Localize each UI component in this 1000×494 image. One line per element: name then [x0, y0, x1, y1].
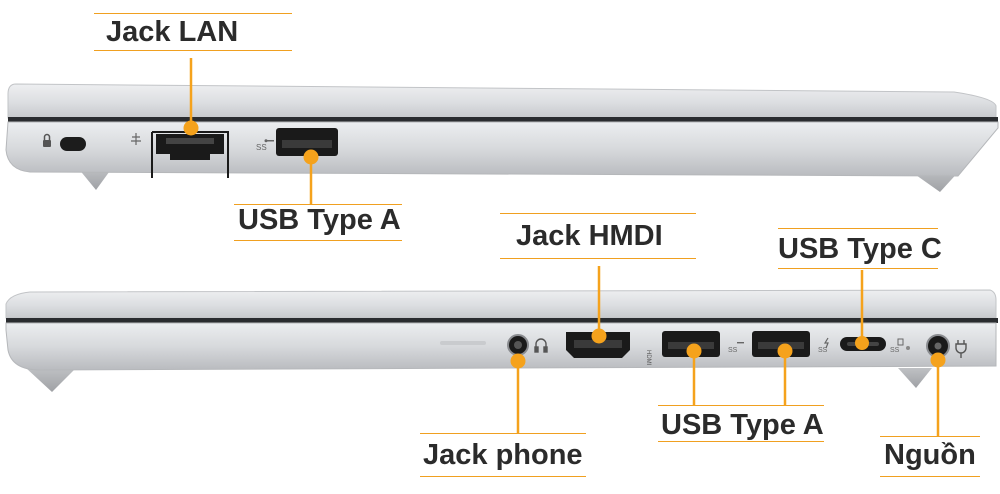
rule — [880, 476, 980, 477]
label-jack-hdmi: Jack HMDI — [516, 220, 663, 252]
svg-text:SS: SS — [256, 143, 267, 152]
hdmi-port — [566, 332, 630, 358]
lid-seam — [6, 318, 998, 323]
laptop-right-side: HDMI SS SS SS — [5, 289, 998, 392]
side-vent — [440, 341, 486, 345]
rule — [234, 240, 402, 241]
audio-jack-inner — [514, 341, 522, 349]
rule — [658, 405, 824, 406]
label-usb-type-c: USB Type C — [778, 233, 942, 265]
usb-a-port-left — [276, 128, 338, 156]
charge-led — [906, 346, 910, 350]
rule — [880, 436, 980, 437]
rule — [658, 441, 824, 442]
rule — [234, 204, 402, 205]
headset-icon — [534, 338, 548, 353]
label-usb-type-a-top: USB Type A — [238, 204, 401, 236]
laptop-lid — [5, 289, 997, 319]
laptop-left-side: SS — [5, 83, 999, 192]
label-power: Nguồn — [884, 439, 976, 471]
rule — [420, 433, 586, 434]
power-jack-pin — [934, 342, 942, 350]
hdmi-icon: HDMI — [645, 350, 651, 366]
label-usb-type-a-bottom: USB Type A — [661, 409, 824, 441]
svg-text:SS: SS — [818, 347, 828, 354]
usb-ss-icon: SS — [256, 139, 274, 152]
laptop-lid — [7, 83, 997, 119]
rule — [500, 213, 696, 214]
network-icon — [131, 133, 141, 145]
security-lock-slot — [60, 137, 86, 151]
power-plug-icon — [955, 340, 967, 358]
svg-text:SS: SS — [728, 347, 738, 354]
foot-right — [898, 368, 932, 388]
label-jack-phone: Jack phone — [423, 439, 583, 471]
laptop-base — [5, 121, 999, 177]
foot-left — [26, 368, 76, 392]
usb-c-ss-icon: SS — [890, 338, 904, 354]
label-jack-lan: Jack LAN — [106, 16, 239, 48]
rule — [94, 50, 292, 51]
lid-seam — [8, 117, 998, 122]
rule — [420, 476, 586, 477]
usb-charge-icon: SS — [818, 337, 829, 354]
rule — [778, 268, 938, 269]
callout-leaders — [183, 58, 946, 436]
svg-text:SS: SS — [890, 347, 900, 354]
usb-ss-icon: SS — [728, 342, 744, 354]
rule — [778, 228, 938, 229]
foot-left — [78, 168, 112, 190]
rule — [94, 13, 292, 14]
rule — [500, 258, 696, 259]
lan-port — [151, 131, 229, 178]
lock-icon — [43, 133, 51, 147]
